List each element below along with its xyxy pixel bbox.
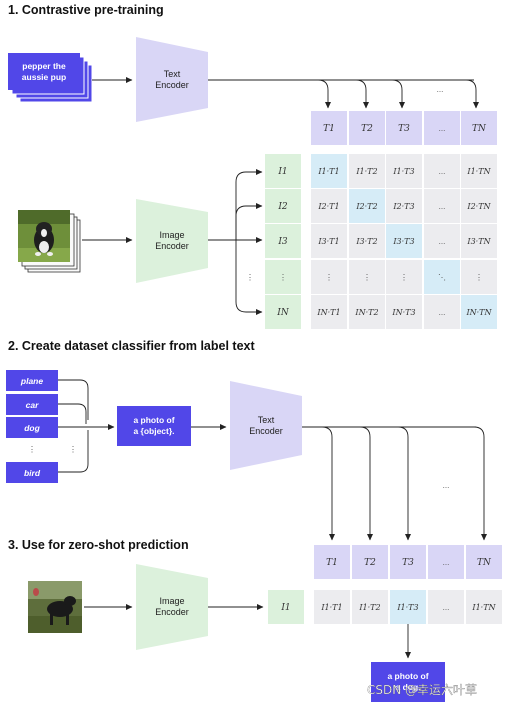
label-bird: bird: [24, 468, 41, 478]
i-token-3: I1: [268, 590, 304, 624]
t-token-1: T1: [323, 124, 335, 134]
pred-cell: I1·T3: [396, 603, 418, 612]
prompt-template: a photo of a {object}.: [117, 406, 191, 446]
matrix-cell: I2·T2: [355, 202, 377, 211]
i-token-column: I1 I2 I3 ⋮ IN: [265, 154, 301, 329]
t3-token-n: TN: [477, 558, 492, 568]
pred-cell: I1·T1: [320, 603, 342, 612]
matrix-cell: I2·TN: [466, 202, 491, 211]
label-dots: ⋮: [28, 445, 36, 454]
matrix-cell: I1·T2: [355, 167, 377, 176]
text-input-stack: pepper the aussie pup: [8, 53, 93, 103]
image-encoder-2-label-2: Encoder: [155, 607, 189, 617]
t-token-row-3: T1 T2 T3 ... TN: [314, 545, 502, 579]
matrix-cell: ...: [439, 237, 446, 246]
matrix-cell: I1·TN: [466, 167, 491, 176]
matrix-cell: ...: [439, 202, 446, 211]
image-encoder-2: Image Encoder: [136, 564, 208, 650]
matrix-cell: ⋱: [438, 273, 446, 282]
result-line-2: a dog.: [395, 682, 420, 692]
pred-cell: I1·T2: [358, 603, 380, 612]
t3-token-2: T2: [364, 558, 376, 568]
matrix-cell: IN·T2: [354, 308, 378, 317]
label-car: car: [26, 400, 39, 410]
i-token-2: I2: [277, 202, 288, 212]
matrix-cell: I2·T3: [392, 202, 414, 211]
label-dog: dog: [24, 423, 40, 433]
image-encoder-1-label-2: Encoder: [155, 241, 189, 251]
i-token-3: I3: [277, 237, 288, 247]
dog-photo: [28, 581, 82, 633]
similarity-matrix: I1·T1 I1·T2 I1·T3 ... I1·TN I2·T1 I2·T2 …: [311, 154, 497, 329]
section-3-title: 3. Use for zero-shot prediction: [8, 538, 189, 552]
template-line-2: a {object}.: [133, 426, 174, 436]
result-line-1: a photo of: [387, 671, 428, 681]
section-2-title: 2. Create dataset classifier from label …: [8, 339, 255, 353]
matrix-cell: ...: [439, 167, 446, 176]
image-encoder-1-connectors: [208, 169, 263, 315]
matrix-cell: I1·T1: [317, 167, 339, 176]
label-connectors: [58, 379, 115, 473]
text-encoder-1: Text Encoder: [136, 37, 208, 122]
t3-token-3: T3: [402, 558, 414, 568]
text-input-line-2: aussie pup: [22, 72, 66, 82]
label-dots-right: ⋮: [69, 445, 77, 454]
text-encoder-2-label-2: Encoder: [249, 426, 283, 436]
i-column-vdots: ⋮: [246, 273, 254, 282]
matrix-cell: I3·TN: [466, 237, 491, 246]
text-input-line-1: pepper the: [22, 61, 66, 71]
label-list: plane car dog ⋮ bird ⋮: [6, 370, 77, 483]
matrix-cell: I3·T2: [355, 237, 377, 246]
s3-i1: I1: [280, 603, 290, 613]
matrix-cell: I1·T3: [392, 167, 414, 176]
matrix-cell: ⋮: [325, 273, 333, 282]
matrix-cell: I3·T3: [392, 237, 414, 246]
puppy-photo: [18, 210, 70, 262]
text-encoder-2-connectors: ...: [302, 426, 487, 541]
text-encoder-1-connectors: ...: [208, 79, 479, 109]
prediction-result: a photo of a dog.: [371, 662, 445, 702]
matrix-cell: I2·T1: [317, 202, 339, 211]
image-encoder-1: Image Encoder: [136, 199, 208, 283]
i-token-1: I1: [277, 167, 287, 177]
text-encoder-2: Text Encoder: [230, 381, 302, 470]
matrix-cell: I3·T1: [317, 237, 339, 246]
matrix-cell: ⋮: [400, 273, 408, 282]
connector-dots: ...: [437, 85, 444, 94]
matrix-cell: ⋮: [363, 273, 371, 282]
text-encoder-1-label-2: Encoder: [155, 80, 189, 90]
section-1-title: 1. Contrastive pre-training: [8, 3, 164, 17]
matrix-cell: IN·TN: [465, 308, 492, 317]
i-token-n: IN: [276, 308, 290, 318]
i-token-dots: ⋮: [279, 273, 287, 282]
s2-dots: ...: [443, 481, 450, 490]
matrix-cell: IN·T3: [391, 308, 415, 317]
t-token-row: T1 T2 T3 ... TN: [311, 111, 497, 145]
text-encoder-1-label-1: Text: [164, 69, 181, 79]
t-token-n: TN: [472, 124, 487, 134]
watermark: CSDN @幸运六叶草: [367, 683, 477, 697]
label-plane: plane: [20, 376, 43, 386]
t-token-2: T2: [361, 124, 373, 134]
prediction-row: I1·T1 I1·T2 I1·T3 ... I1·TN: [314, 590, 502, 624]
t3-token-1: T1: [326, 558, 338, 568]
matrix-cell: IN·T1: [316, 308, 340, 317]
pred-cell: I1·TN: [471, 603, 496, 612]
matrix-cell: ...: [439, 308, 446, 317]
t-token-3: T3: [398, 124, 410, 134]
template-line-1: a photo of: [133, 415, 174, 425]
text-encoder-2-label-1: Text: [258, 415, 275, 425]
image-encoder-2-label-1: Image: [159, 596, 184, 606]
matrix-cell: ⋮: [475, 273, 483, 282]
t3-token-dots: ...: [443, 558, 450, 567]
image-encoder-1-label-1: Image: [159, 230, 184, 240]
pred-cell: ...: [443, 603, 450, 612]
t-token-dots: ...: [439, 124, 446, 133]
image-input-stack: [18, 210, 81, 273]
